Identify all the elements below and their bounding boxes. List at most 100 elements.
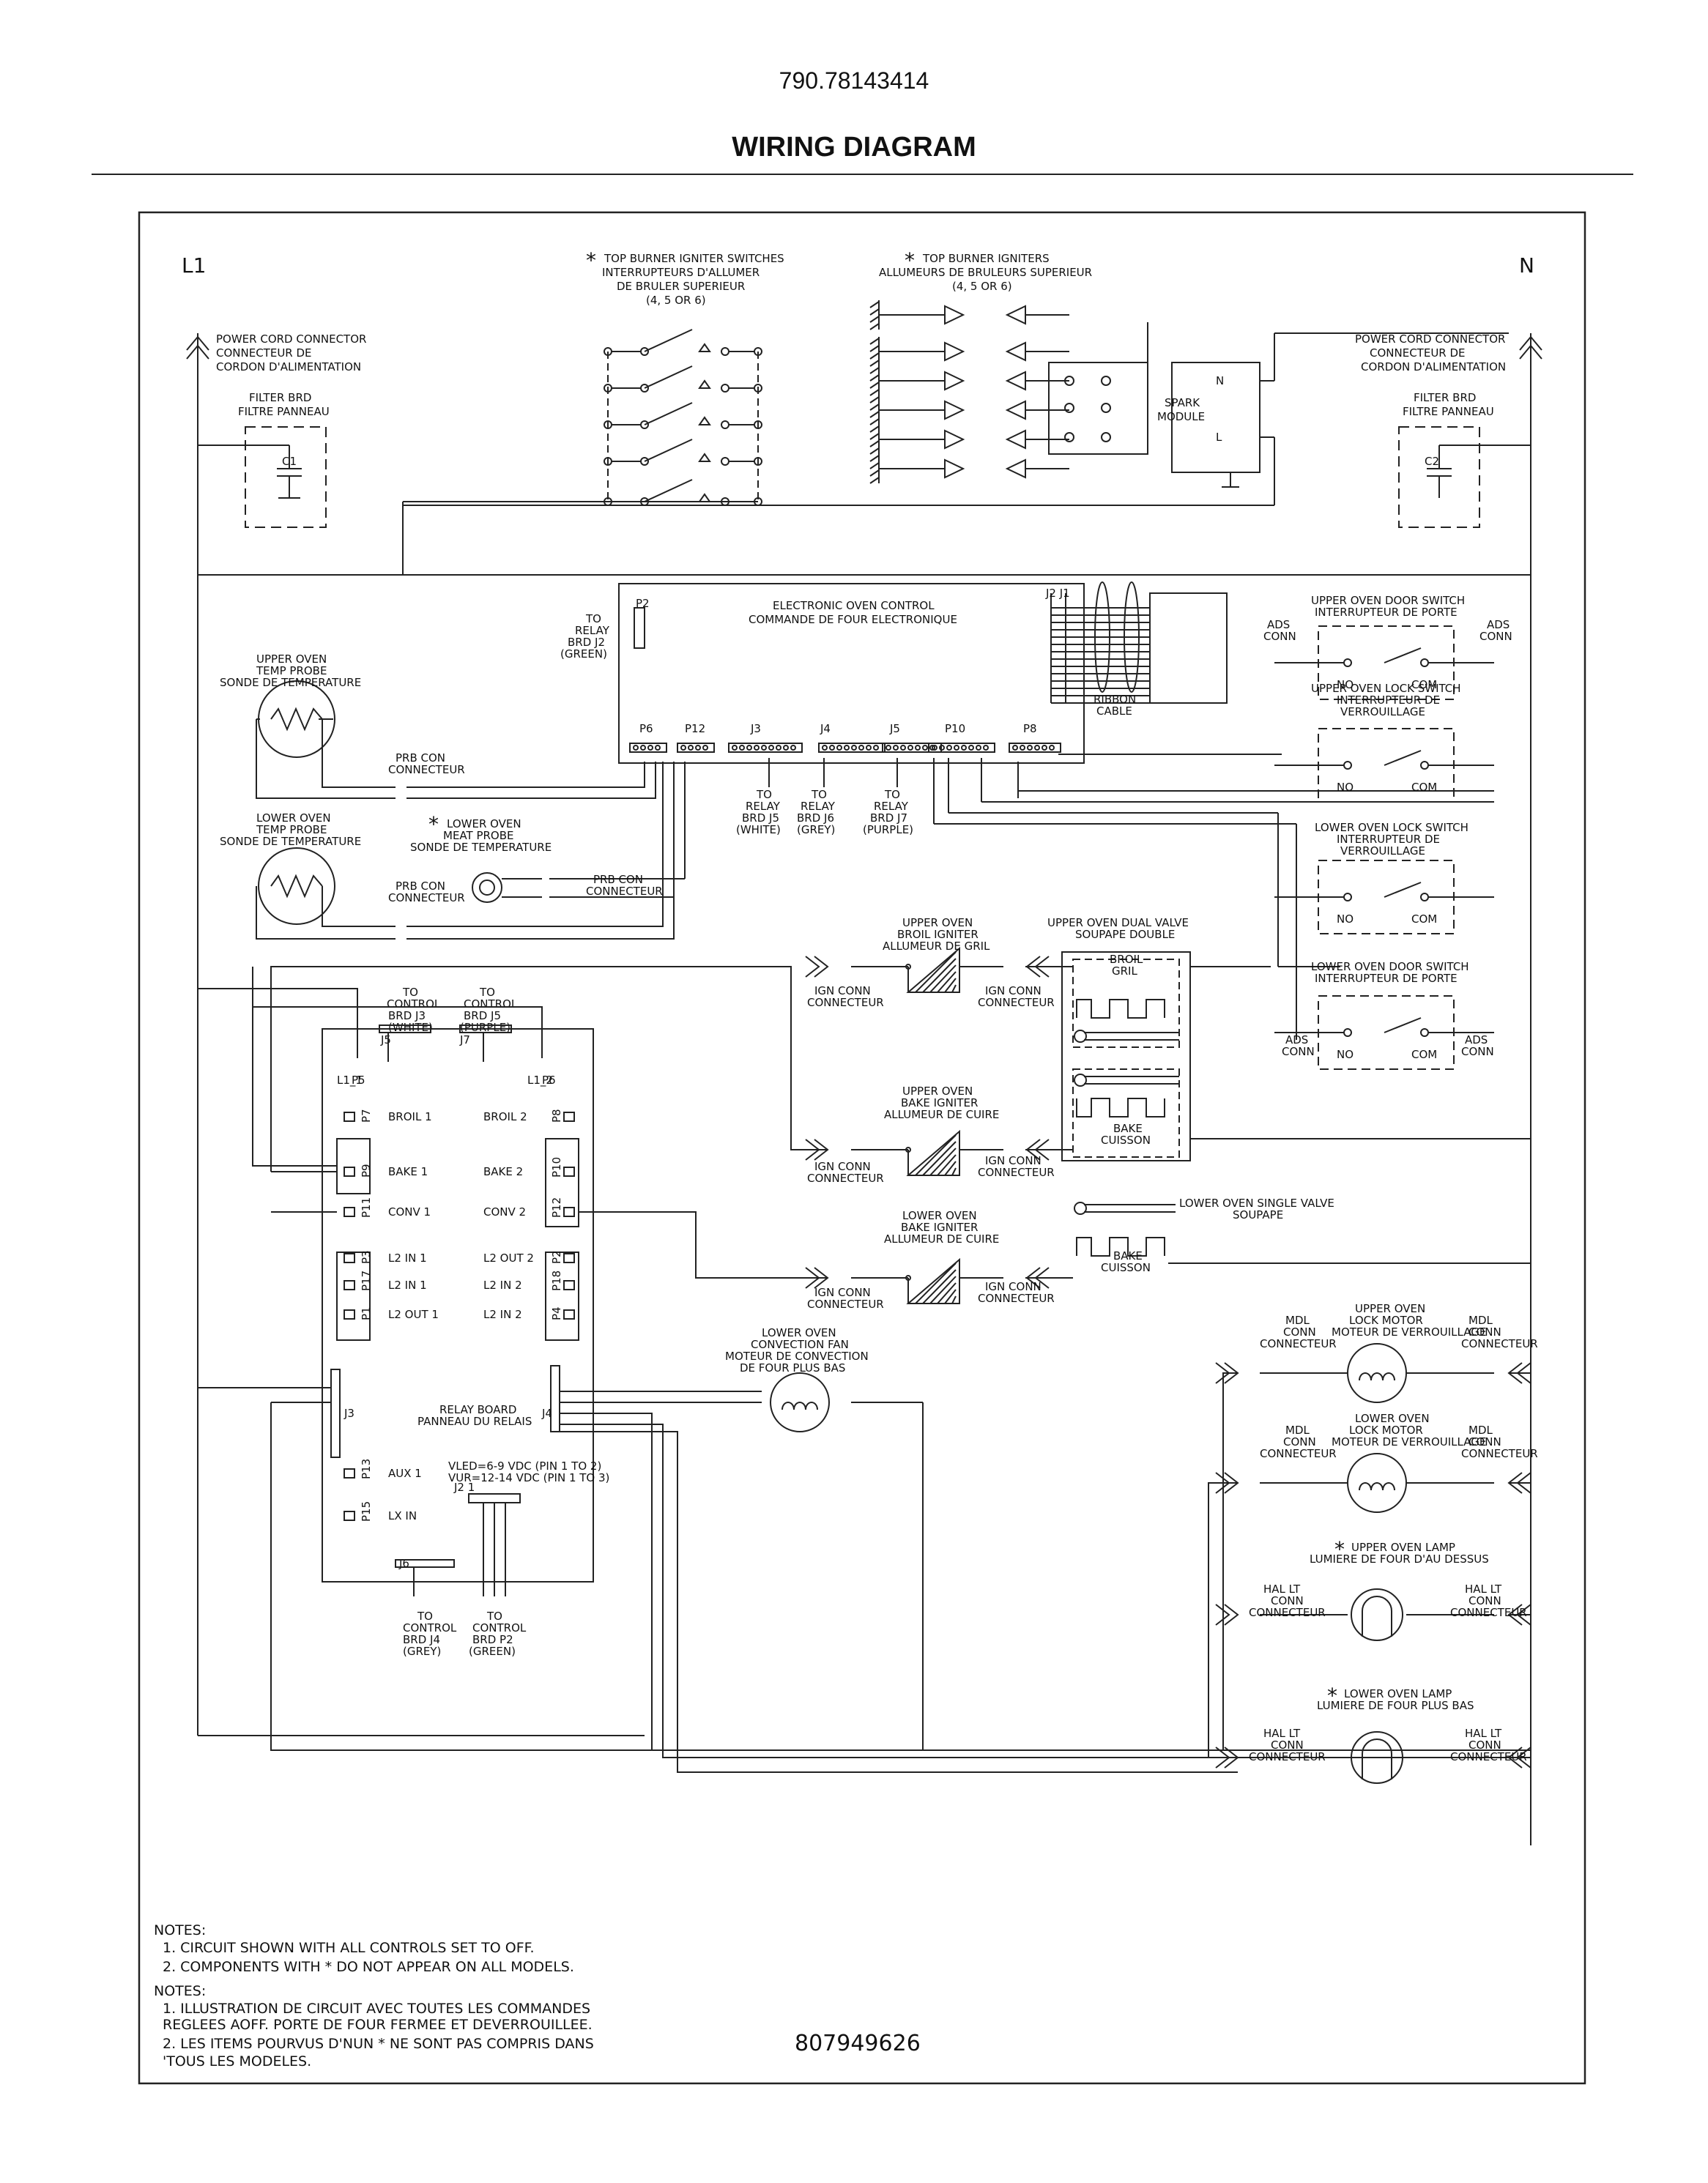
svg-text:CONNECTEUR: CONNECTEUR xyxy=(1461,1447,1538,1460)
svg-text:IGN CONN: IGN CONN xyxy=(814,1160,871,1173)
top-burner-switches-label: * TOP BURNER IGNITER SWITCHES INTERRUPTE… xyxy=(586,248,784,307)
svg-text:BRD J3: BRD J3 xyxy=(388,1009,426,1022)
svg-text:INTERRUPTEUR DE PORTE: INTERRUPTEUR DE PORTE xyxy=(1315,606,1458,619)
relay-terminal-label: L2 IN 1 xyxy=(388,1252,427,1265)
svg-text:J4: J4 xyxy=(541,1407,552,1420)
svg-text:COMMANDE DE FOUR ELECTRONIQUE: COMMANDE DE FOUR ELECTRONIQUE xyxy=(749,613,957,626)
burner-switch xyxy=(604,329,762,356)
relay-terminal-label: L2 IN 1 xyxy=(388,1279,427,1292)
svg-text:MOTEUR DE VERROUILLAGE: MOTEUR DE VERROUILLAGE xyxy=(1332,1435,1486,1448)
spark-terminal xyxy=(1101,403,1111,413)
oven-igniter-labels: UPPER OVEN BROIL IGNITER ALLUMEUR DE GRI… xyxy=(807,916,1055,1311)
svg-text:BAKE: BAKE xyxy=(1113,1249,1143,1262)
svg-text:NOTES:: NOTES: xyxy=(154,1983,206,1999)
svg-text:LUMIERE DE FOUR PLUS BAS: LUMIERE DE FOUR PLUS BAS xyxy=(1317,1699,1474,1712)
svg-text:HAL LT: HAL LT xyxy=(1263,1583,1301,1596)
spark-terminal xyxy=(1064,432,1074,442)
svg-text:PRB CON: PRB CON xyxy=(396,879,445,893)
svg-text:CONNECTEUR: CONNECTEUR xyxy=(388,763,465,776)
title-rule xyxy=(92,174,1633,175)
eoc-connector: P12 xyxy=(677,722,715,753)
svg-text:LOWER OVEN: LOWER OVEN xyxy=(762,1326,836,1339)
svg-text:P2: P2 xyxy=(636,597,650,610)
burner-igniter xyxy=(869,300,1069,330)
load-return xyxy=(1222,1372,1238,1750)
svg-text:CORDON D'ALIMENTATION: CORDON D'ALIMENTATION xyxy=(216,360,361,373)
eoc-connector-label: J5 xyxy=(889,722,900,735)
filter-board-c1 xyxy=(245,426,327,528)
relay-terminal-left: L2 OUT 1P1 xyxy=(344,1306,439,1321)
svg-text:PRB CON: PRB CON xyxy=(396,751,445,765)
svg-text:LOWER OVEN: LOWER OVEN xyxy=(256,811,331,825)
svg-text:1. CIRCUIT SHOWN WITH ALL CON: 1. CIRCUIT SHOWN WITH ALL CONTROLS SET T… xyxy=(163,1940,535,1956)
svg-text:2. LES ITEMS POURVUS D'NUN *: 2. LES ITEMS POURVUS D'NUN * NE SONT PAS… xyxy=(163,2036,594,2052)
svg-text:CONNECTEUR: CONNECTEUR xyxy=(586,885,663,898)
svg-text:MODULE: MODULE xyxy=(1157,410,1205,423)
svg-text:MDL: MDL xyxy=(1468,1424,1493,1437)
svg-text:BROIL: BROIL xyxy=(1110,953,1143,966)
burner-switch xyxy=(604,365,762,393)
switch-com: COM xyxy=(1411,781,1437,794)
spark-terminal xyxy=(1101,376,1111,386)
svg-text:P6: P6 xyxy=(542,1074,556,1087)
eoc-connector: P8 xyxy=(1009,722,1061,753)
svg-text:DE FOUR PLUS BAS: DE FOUR PLUS BAS xyxy=(740,1361,845,1375)
relay-terminal-label: BROIL 1 xyxy=(388,1110,432,1123)
load-return xyxy=(1208,1482,1238,1758)
svg-text:TO: TO xyxy=(884,788,900,801)
switch-box-labels: UPPER OVEN DOOR SWITCH INTERRUPTEUR DE P… xyxy=(1263,594,1512,1058)
burner-switch xyxy=(604,439,762,466)
right-power-cord-label: POWER CORD CONNECTOR CONNECTEUR DE CORDO… xyxy=(1355,332,1506,468)
svg-text:CONNECTEUR: CONNECTEUR xyxy=(978,1166,1055,1179)
svg-text:HAL LT: HAL LT xyxy=(1465,1727,1502,1740)
svg-text:ALLUMEUR DE CUIRE: ALLUMEUR DE CUIRE xyxy=(884,1232,999,1246)
svg-text:J6: J6 xyxy=(398,1557,409,1570)
svg-text:(GREEN): (GREEN) xyxy=(469,1645,516,1658)
relay-board-labels: TO CONTROL BRD J3 (WHITE) TO CONTROL BRD… xyxy=(337,986,609,1658)
svg-text:*: * xyxy=(1327,1684,1337,1708)
burner-igniter xyxy=(869,454,1069,484)
svg-text:PRB CON: PRB CON xyxy=(593,873,643,886)
oven-igniter xyxy=(805,1257,1073,1304)
svg-text:NOTES:: NOTES: xyxy=(154,1922,206,1938)
svg-text:TO: TO xyxy=(585,612,601,625)
convection-fan-label: LOWER OVEN CONVECTION FAN MOTEUR DE CONV… xyxy=(725,1326,869,1375)
svg-text:MOTEUR DE CONVECTION: MOTEUR DE CONVECTION xyxy=(725,1350,869,1363)
svg-text:CONNECTEUR: CONNECTEUR xyxy=(807,1172,884,1185)
oven-igniter xyxy=(805,946,1073,993)
svg-text:FILTRE PANNEAU: FILTRE PANNEAU xyxy=(1403,405,1494,418)
svg-text:*: * xyxy=(428,812,439,836)
switch-no: NO xyxy=(1337,678,1354,691)
svg-text:(GREY): (GREY) xyxy=(403,1645,441,1658)
svg-text:RELAY: RELAY xyxy=(575,624,610,637)
svg-text:BAKE IGNITER: BAKE IGNITER xyxy=(901,1096,978,1109)
svg-text:CONNECTEUR: CONNECTEUR xyxy=(807,996,884,1009)
svg-text:TEMP PROBE: TEMP PROBE xyxy=(256,664,327,677)
svg-text:LOWER OVEN: LOWER OVEN xyxy=(1355,1412,1430,1425)
convection-fan-motor xyxy=(770,1372,830,1432)
svg-text:UPPER OVEN: UPPER OVEN xyxy=(902,1085,973,1098)
upper-temp-probe xyxy=(256,680,396,799)
svg-text:INTERRUPTEUR DE PORTE: INTERRUPTEUR DE PORTE xyxy=(1315,972,1458,985)
svg-text:MOTEUR DE VERROUILLAGE: MOTEUR DE VERROUILLAGE xyxy=(1332,1325,1486,1339)
relay-pin-label: P15 xyxy=(360,1501,373,1522)
left-power-cord-label: POWER CORD CONNECTOR CONNECTEUR DE CORDO… xyxy=(216,332,366,468)
diagram-frame xyxy=(138,211,1586,2085)
relay-terminal-label: CONV 1 xyxy=(388,1205,431,1219)
svg-text:IGN CONN: IGN CONN xyxy=(985,1280,1041,1293)
relay-pin-label: P12 xyxy=(550,1197,563,1218)
relay-pin-label: P8 xyxy=(550,1109,563,1123)
svg-text:ADS: ADS xyxy=(1465,1033,1488,1046)
svg-text:BAKE IGNITER: BAKE IGNITER xyxy=(901,1221,978,1234)
svg-text:MDL: MDL xyxy=(1468,1314,1493,1327)
lamp-labels: * UPPER OVEN LAMP LUMIERE DE FOUR D'AU D… xyxy=(1249,1537,1527,1763)
switch-no: NO xyxy=(1337,912,1354,926)
switch-com: COM xyxy=(1411,1048,1437,1061)
svg-text:LOWER OVEN DOOR SWITCH: LOWER OVEN DOOR SWITCH xyxy=(1311,960,1469,973)
svg-text:UPPER OVEN: UPPER OVEN xyxy=(1355,1302,1425,1315)
svg-text:CONNECTEUR: CONNECTEUR xyxy=(1260,1337,1337,1350)
svg-text:CONN: CONN xyxy=(1468,1738,1501,1752)
